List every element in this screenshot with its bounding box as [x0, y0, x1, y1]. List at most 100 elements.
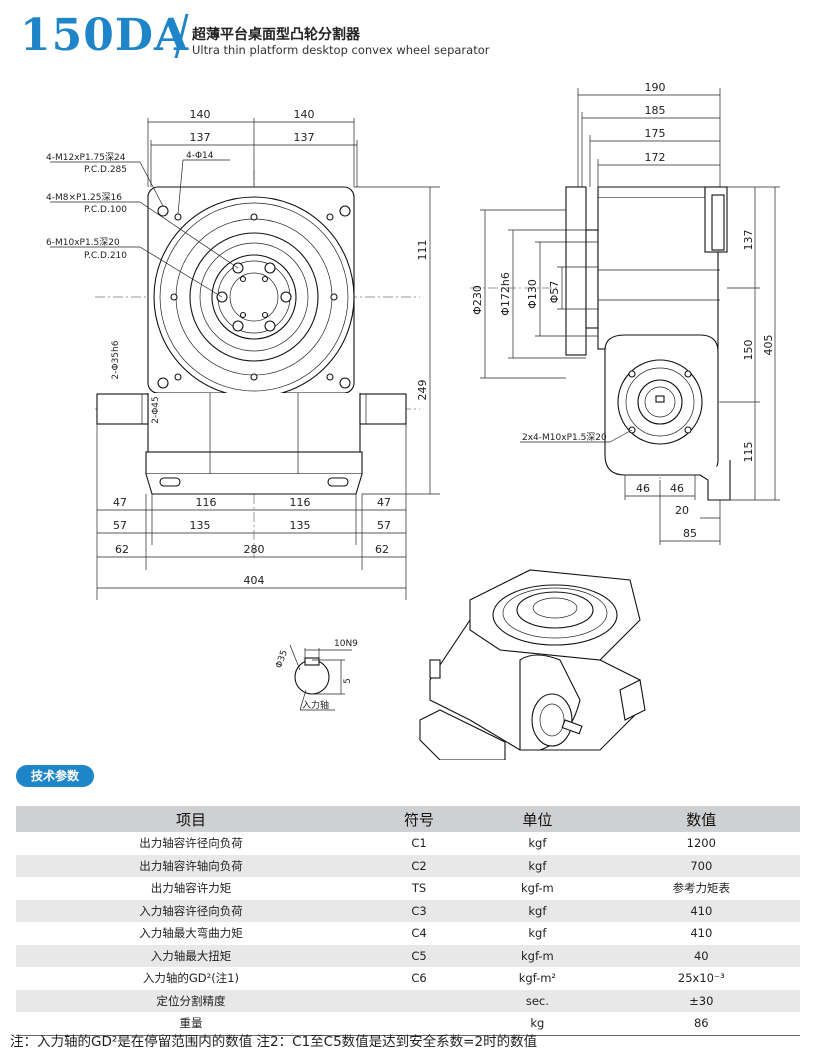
cell-symbol: C2 — [365, 854, 473, 877]
cell-value: 1200 — [602, 832, 800, 855]
table-row: 入力轴容许径向负荷 C3 kgf 410 — [16, 899, 800, 922]
cell-symbol — [365, 989, 473, 1012]
cell-item: 入力轴最大弯曲力矩 — [16, 922, 366, 945]
dim-side-bottom-2: 46 — [670, 482, 684, 495]
callout-1: 4-M12xP1.75深24 — [46, 152, 126, 163]
cell-value: 25x10⁻³ — [602, 967, 800, 990]
dim-side-left-4: Φ57 — [548, 281, 561, 304]
dim-side-right-4: 115 — [742, 442, 755, 463]
cell-symbol: C5 — [365, 944, 473, 967]
shaft-caption: 入力轴 — [302, 699, 329, 711]
dim-side-left-1: Φ230 — [471, 285, 484, 315]
dim-front-bottom-1: 47 — [113, 496, 127, 509]
cell-item: 入力轴容许径向负荷 — [16, 899, 366, 922]
isometric-view — [419, 569, 646, 760]
dim-side-top-1: 190 — [645, 81, 666, 94]
dim-front-top-4: 137 — [294, 131, 315, 144]
cell-value: ±30 — [602, 989, 800, 1012]
section-badge: 技术参数 — [16, 765, 94, 787]
table-row: 入力轴最大扭矩 C5 kgf-m 40 — [16, 944, 800, 967]
cell-item: 出力轴容许径向负荷 — [16, 832, 366, 855]
cell-item: 入力轴最大扭矩 — [16, 944, 366, 967]
cell-unit: kgf-m² — [472, 967, 603, 990]
cell-symbol — [365, 1012, 473, 1036]
dim-side-top-2: 185 — [645, 104, 666, 117]
dim-front-bottom-5: 57 — [113, 519, 127, 532]
dim-side-right-3: 405 — [762, 335, 775, 356]
product-title-en: Ultra thin platform desktop convex wheel… — [192, 43, 490, 57]
callout-6: P.C.D.210 — [84, 251, 127, 261]
callout-5: 6-M10xP1.5深20 — [46, 237, 120, 248]
dim-side-bottom-3: 20 — [675, 504, 689, 517]
dim-side-top-3: 175 — [645, 127, 666, 140]
dim-front-top-3: 137 — [190, 131, 211, 144]
cell-value: 40 — [602, 944, 800, 967]
dim-front-bottom-9: 62 — [115, 543, 129, 556]
callout-4: P.C.D.100 — [84, 205, 127, 215]
side-view: 190 185 175 172 Φ230 Φ172h6 Φ130 Φ57 137… — [470, 81, 780, 545]
dim-side-right-2: 150 — [742, 340, 755, 361]
product-title-cn: 超薄平台桌面型凸轮分割器 — [192, 27, 360, 43]
dim-front-bottom-12: 404 — [244, 574, 265, 587]
cell-symbol: C4 — [365, 922, 473, 945]
cell-unit: sec. — [472, 989, 603, 1012]
cell-unit: kgf — [472, 854, 603, 877]
cell-unit: kgf — [472, 832, 603, 855]
dim-front-bottom-10: 280 — [244, 543, 265, 556]
cell-unit: kgf-m — [472, 944, 603, 967]
header-symbol: 符号 — [365, 806, 473, 832]
shaft-key-depth: 5 — [343, 678, 353, 684]
dim-front-bottom-6: 135 — [190, 519, 211, 532]
dim-front-right-1: 111 — [416, 240, 429, 261]
front-view: 140 140 137 137 111 249 47 116 116 47 57… — [46, 108, 440, 600]
table-row: 出力轴容许轴向负荷 C2 kgf 700 — [16, 854, 800, 877]
cell-unit: kg — [472, 1012, 603, 1036]
dim-side-top-4: 172 — [645, 151, 666, 164]
table-row: 出力轴容许径向负荷 C1 kgf 1200 — [16, 832, 800, 855]
dim-front-top-2: 140 — [294, 108, 315, 121]
cell-unit: kgf — [472, 899, 603, 922]
cell-value: 410 — [602, 899, 800, 922]
dim-front-right-2: 249 — [416, 380, 429, 401]
cell-value: 700 — [602, 854, 800, 877]
table-row: 入力轴最大弯曲力矩 C4 kgf 410 — [16, 922, 800, 945]
cell-item: 定位分割精度 — [16, 989, 366, 1012]
cell-symbol: C6 — [365, 967, 473, 990]
cell-symbol: C3 — [365, 899, 473, 922]
header-value: 数值 — [602, 806, 800, 832]
dim-side-right-1: 137 — [742, 230, 755, 251]
dim-front-bottom-3: 116 — [290, 496, 311, 509]
technical-drawing: 140 140 137 137 111 249 47 116 116 47 57… — [46, 81, 780, 760]
table-row: 出力轴容许力矩 TS kgf-m 参考力矩表 — [16, 877, 800, 900]
cell-item: 入力轴的GD²(注1) — [16, 967, 366, 990]
dim-front-bottom-8: 57 — [377, 519, 391, 532]
shaft-detail: 10N9 Φ35 5 入力轴 — [274, 639, 358, 711]
dim-front-bottom-11: 62 — [375, 543, 389, 556]
table-row: 定位分割精度 sec. ±30 — [16, 989, 800, 1012]
callout-9: 2-Φ45 — [151, 396, 161, 424]
side-hole-note: 2x4-M10xP1.5深20 — [522, 432, 607, 443]
shaft-key-label: 10N9 — [334, 639, 358, 649]
callout-7: 4-Φ14 — [186, 151, 214, 161]
cell-symbol: TS — [365, 877, 473, 900]
callout-2: P.C.D.285 — [84, 165, 127, 175]
header-unit: 单位 — [472, 806, 603, 832]
dim-side-bottom-1: 46 — [636, 482, 650, 495]
spec-table: 项目 符号 单位 数值 出力轴容许径向负荷 C1 kgf 1200 出力轴容许轴… — [16, 806, 800, 1036]
dim-front-top-1: 140 — [190, 108, 211, 121]
cell-value: 86 — [602, 1012, 800, 1036]
cell-unit: kgf — [472, 922, 603, 945]
cell-item: 重量 — [16, 1012, 366, 1036]
callout-3: 4-M8×P1.25深16 — [46, 192, 122, 203]
footnote: 注：入力轴的GD²是在停留范围内的数值 注2：C1至C5数值是达到安全系数=2时… — [10, 1034, 538, 1050]
header-item: 项目 — [16, 806, 366, 832]
page-header: 150DA 超薄平台桌面型凸轮分割器 Ultra thin platform d… — [14, 10, 814, 61]
dim-side-left-2: Φ172h6 — [499, 272, 512, 316]
cell-value: 参考力矩表 — [602, 877, 800, 900]
cell-value: 410 — [602, 922, 800, 945]
table-header-row: 项目 符号 单位 数值 — [16, 806, 800, 832]
dim-front-bottom-4: 47 — [377, 496, 391, 509]
shaft-dia-label: Φ35 — [274, 649, 290, 670]
dim-side-bottom-4: 85 — [683, 527, 697, 540]
cell-item: 出力轴容许轴向负荷 — [16, 854, 366, 877]
